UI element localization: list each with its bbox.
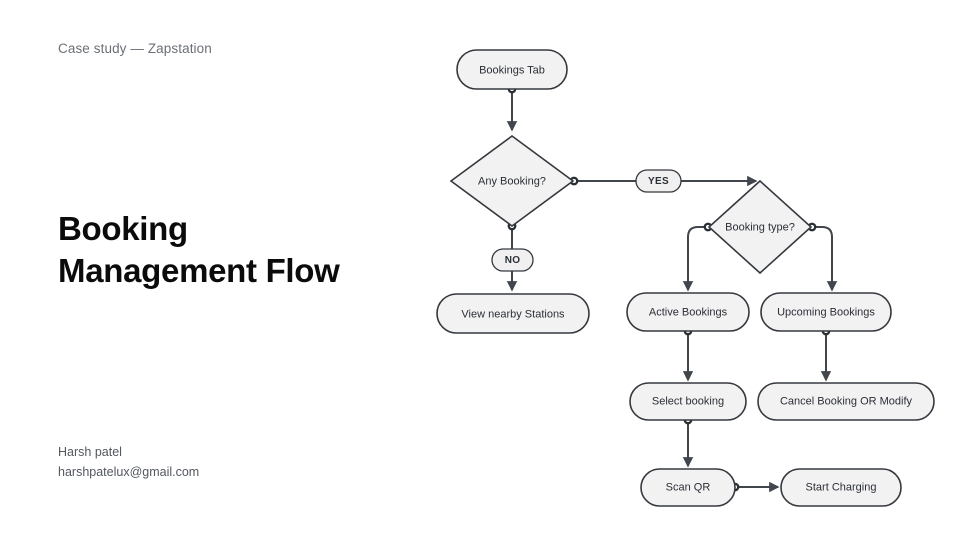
page-title-line-2: Management Flow (58, 252, 340, 289)
page-title-line-1: Booking (58, 210, 188, 247)
node-view-nearby-stations-shape[interactable] (436, 293, 590, 334)
node-upcoming-bookings-shape[interactable] (760, 292, 892, 332)
node-start-charging[interactable]: Start Charging (780, 468, 902, 507)
edge-scan-qr-to-start-charging (730, 481, 780, 493)
node-bookings-tab[interactable]: Bookings Tab (456, 49, 568, 90)
node-start-charging-shape[interactable] (780, 468, 902, 507)
edge-upcoming-bookings-to-cancel-modify (820, 326, 832, 382)
node-scan-qr-label: Scan QR (666, 481, 711, 493)
node-cancel-or-modify[interactable]: Cancel Booking OR Modify (757, 382, 935, 421)
node-view-nearby-stations[interactable]: View nearby Stations (436, 293, 590, 334)
node-select-booking[interactable]: Select booking (629, 382, 747, 421)
node-booking-type[interactable]: Booking type? (707, 179, 813, 275)
node-bookings-tab-label: Bookings Tab (479, 64, 545, 76)
node-scan-qr[interactable]: Scan QR (640, 468, 736, 507)
author-credits: Harsh patel harshpatelux@gmail.com (58, 442, 199, 482)
node-cancel-or-modify-shape[interactable] (757, 382, 935, 421)
edge-booking-type-to-upcoming-bookings (807, 222, 838, 292)
node-upcoming-bookings-label: Upcoming Bookings (777, 306, 875, 318)
node-select-booking-label: Select booking (652, 395, 724, 407)
case-study-eyebrow: Case study — Zapstation (58, 41, 212, 56)
author-name: Harsh patel (58, 445, 122, 459)
node-upcoming-bookings[interactable]: Upcoming Bookings (760, 292, 892, 332)
node-view-nearby-stations-label: View nearby Stations (461, 308, 565, 320)
edge-active-bookings-to-select-booking (682, 326, 694, 382)
edge-select-booking-to-scan-qr (682, 415, 694, 468)
badge-no: NO (491, 248, 534, 272)
badge-yes-label: YES (648, 176, 669, 187)
author-email: harshpatelux@gmail.com (58, 465, 200, 479)
node-active-bookings-label: Active Bookings (649, 306, 728, 318)
node-booking-type-shape[interactable] (707, 179, 813, 275)
node-any-booking-label: Any Booking? (478, 175, 546, 187)
badge-no-label: NO (505, 255, 521, 266)
badge-yes: YES (635, 169, 682, 193)
edge-bookings-tab-to-any-booking (506, 84, 518, 132)
node-start-charging-label: Start Charging (806, 481, 877, 493)
node-scan-qr-shape[interactable] (640, 468, 736, 507)
node-any-booking-shape[interactable] (449, 135, 575, 227)
node-select-booking-shape[interactable] (629, 382, 747, 421)
node-booking-type-label: Booking type? (725, 221, 795, 233)
node-active-bookings-shape[interactable] (626, 292, 750, 332)
node-active-bookings[interactable]: Active Bookings (626, 292, 750, 332)
page-title: Booking Management Flow (58, 208, 340, 292)
node-any-booking[interactable]: Any Booking? (449, 135, 575, 227)
node-cancel-or-modify-label: Cancel Booking OR Modify (780, 395, 913, 407)
badge-no-shape (491, 248, 534, 272)
node-bookings-tab-shape[interactable] (456, 49, 568, 90)
badge-yes-shape (635, 169, 682, 193)
edge-booking-type-to-active-bookings (682, 222, 713, 292)
